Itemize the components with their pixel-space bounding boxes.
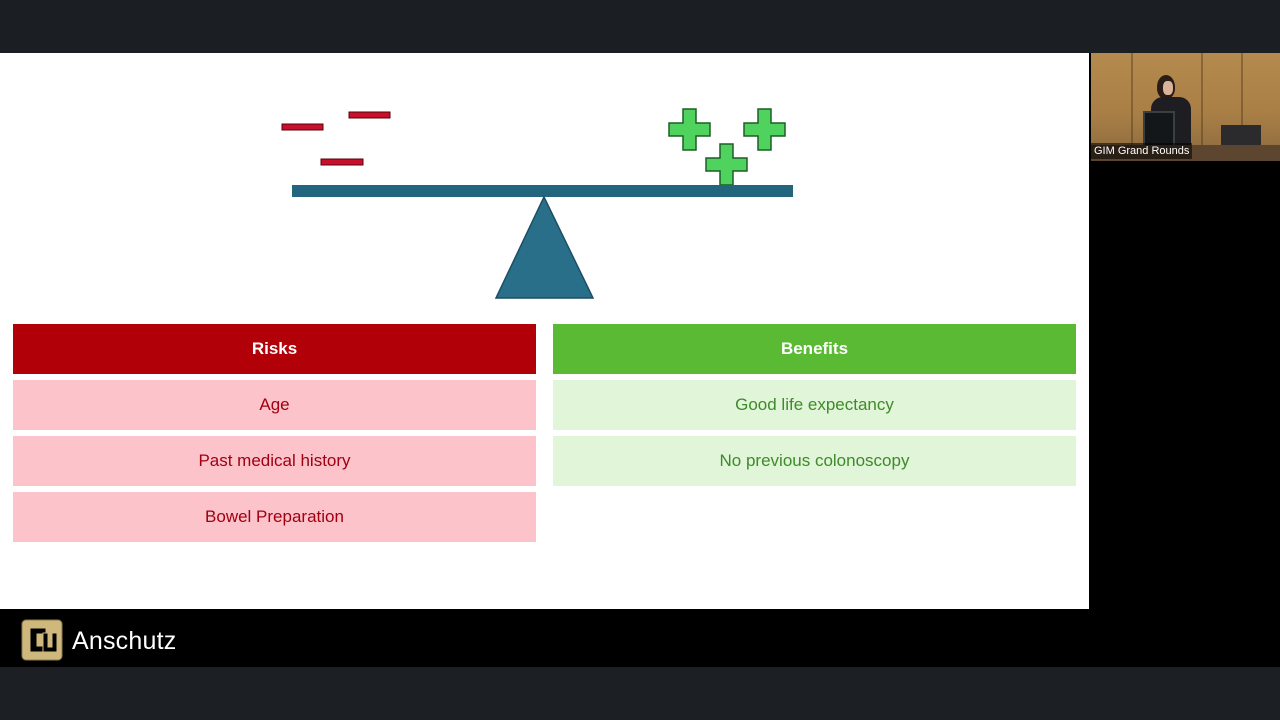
speaker-video-tile[interactable] <box>1091 53 1280 161</box>
risk-item: Bowel Preparation <box>13 492 536 542</box>
seesaw-fulcrum <box>494 195 595 299</box>
risk-item: Age <box>13 380 536 430</box>
bottom-branding-bar <box>0 609 1280 667</box>
video-tile-label: GIM Grand Rounds <box>1091 143 1193 159</box>
monitor <box>1143 111 1175 149</box>
risk-item: Past medical history <box>13 436 536 486</box>
footer-bar <box>0 667 1280 720</box>
plus-icon <box>668 108 711 151</box>
benefits-header: Benefits <box>553 324 1076 374</box>
risks-column: Risks Age Past medical history Bowel Pre… <box>13 324 536 548</box>
seesaw-beam <box>292 185 793 197</box>
minus-icon <box>320 158 364 166</box>
minus-icon <box>281 123 324 131</box>
risks-header: Risks <box>13 324 536 374</box>
equipment <box>1221 125 1261 145</box>
benefit-item: No previous colonoscopy <box>553 436 1076 486</box>
speaker-face <box>1163 81 1173 95</box>
top-bar <box>0 0 1280 53</box>
cu-logo-icon <box>21 619 63 661</box>
plus-icon <box>705 143 748 186</box>
benefit-item: Good life expectancy <box>553 380 1076 430</box>
benefits-column: Benefits Good life expectancy No previou… <box>553 324 1076 492</box>
minus-icon <box>348 111 391 119</box>
seesaw-diagram <box>281 108 793 299</box>
plus-icon <box>743 108 786 151</box>
brand-name: Anschutz <box>72 627 177 655</box>
